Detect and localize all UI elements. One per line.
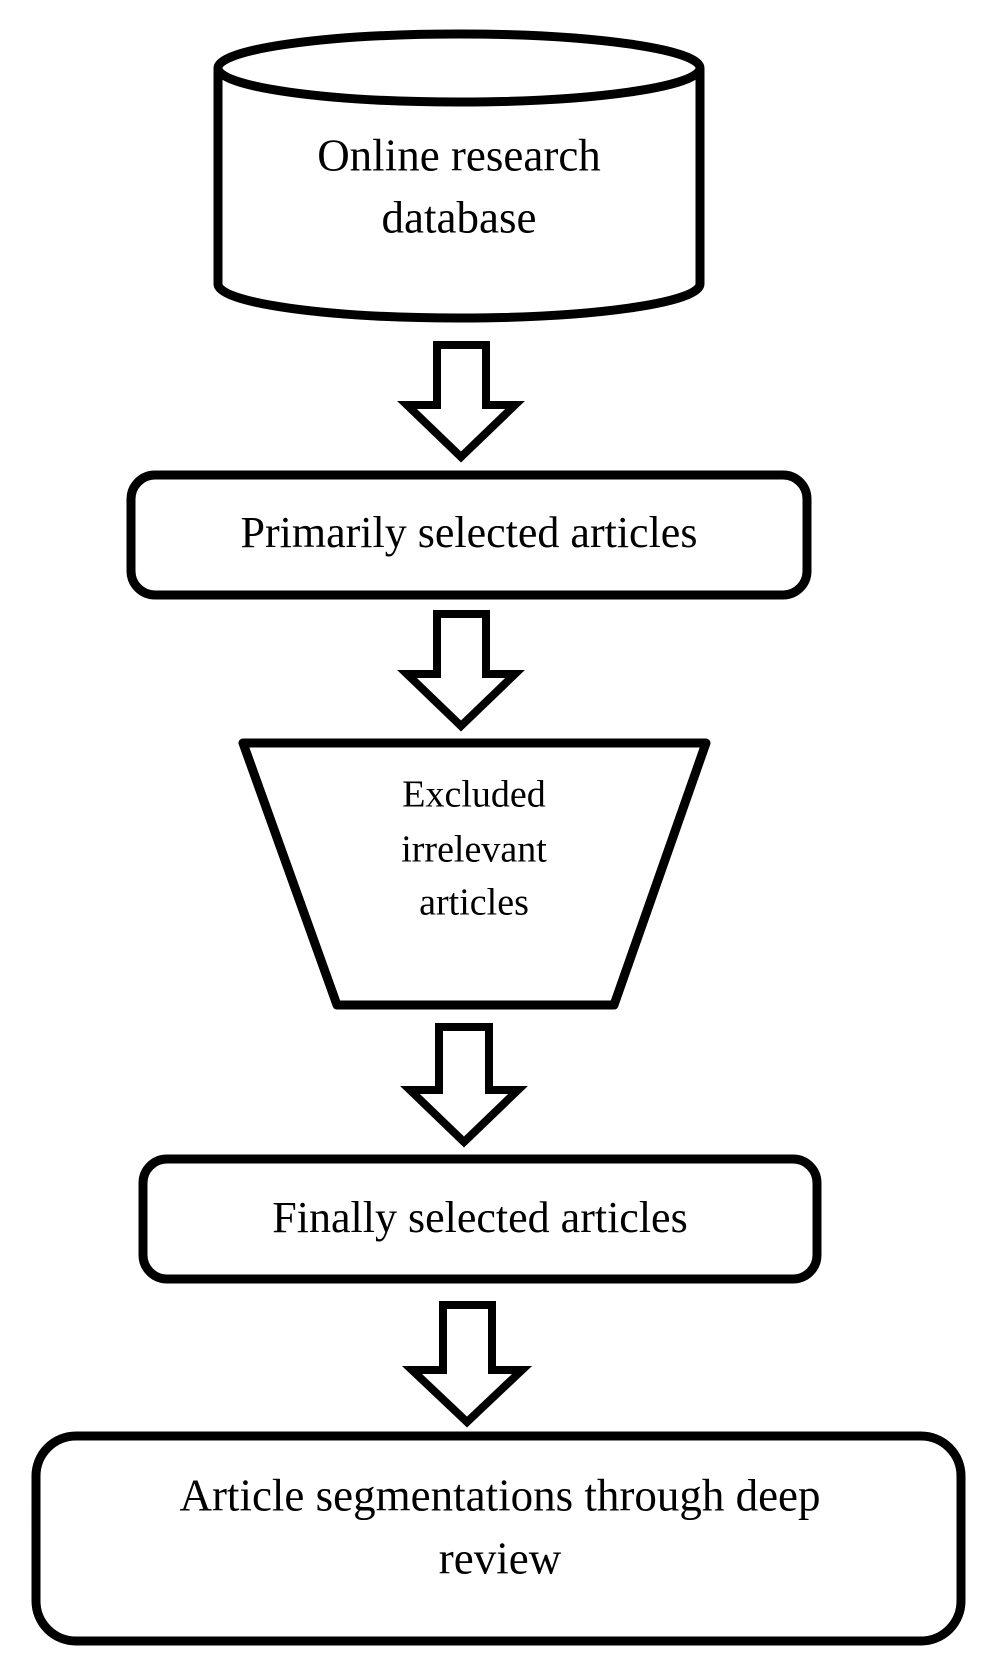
review-box xyxy=(31,1431,966,1646)
excluded-label-line2: irrelevant xyxy=(401,829,547,871)
review-label-line1: Article segmentations through deep xyxy=(179,1470,820,1520)
database-cylinder-top xyxy=(213,29,705,107)
database-label-line2: database xyxy=(382,192,537,242)
down-arrow-2 xyxy=(397,610,525,732)
database-cylinder-body xyxy=(213,68,705,323)
final-label: Finally selected articles xyxy=(272,1193,687,1242)
excluded-irrelevant-articles-node: Excluded irrelevant articles xyxy=(238,738,711,1010)
down-arrow-4 xyxy=(401,1301,533,1428)
finally-selected-articles-node: Finally selected articles xyxy=(138,1154,822,1284)
excluded-trapezoid xyxy=(238,738,711,1010)
excluded-label-line1: Excluded xyxy=(402,774,546,816)
down-arrow-3 xyxy=(400,1023,528,1148)
primary-label: Primarily selected articles xyxy=(241,508,698,557)
down-arrow-1 xyxy=(397,341,525,463)
database-label-line1: Online research xyxy=(317,130,601,180)
final-box xyxy=(138,1154,822,1284)
online-research-database-node: Online research database xyxy=(213,29,705,323)
article-segmentations-node: Article segmentations through deep revie… xyxy=(31,1431,966,1646)
primarily-selected-articles-node: Primarily selected articles xyxy=(126,470,812,600)
primary-box xyxy=(126,470,812,600)
review-label-line2: review xyxy=(439,1533,562,1583)
excluded-label-line3: articles xyxy=(419,882,529,924)
